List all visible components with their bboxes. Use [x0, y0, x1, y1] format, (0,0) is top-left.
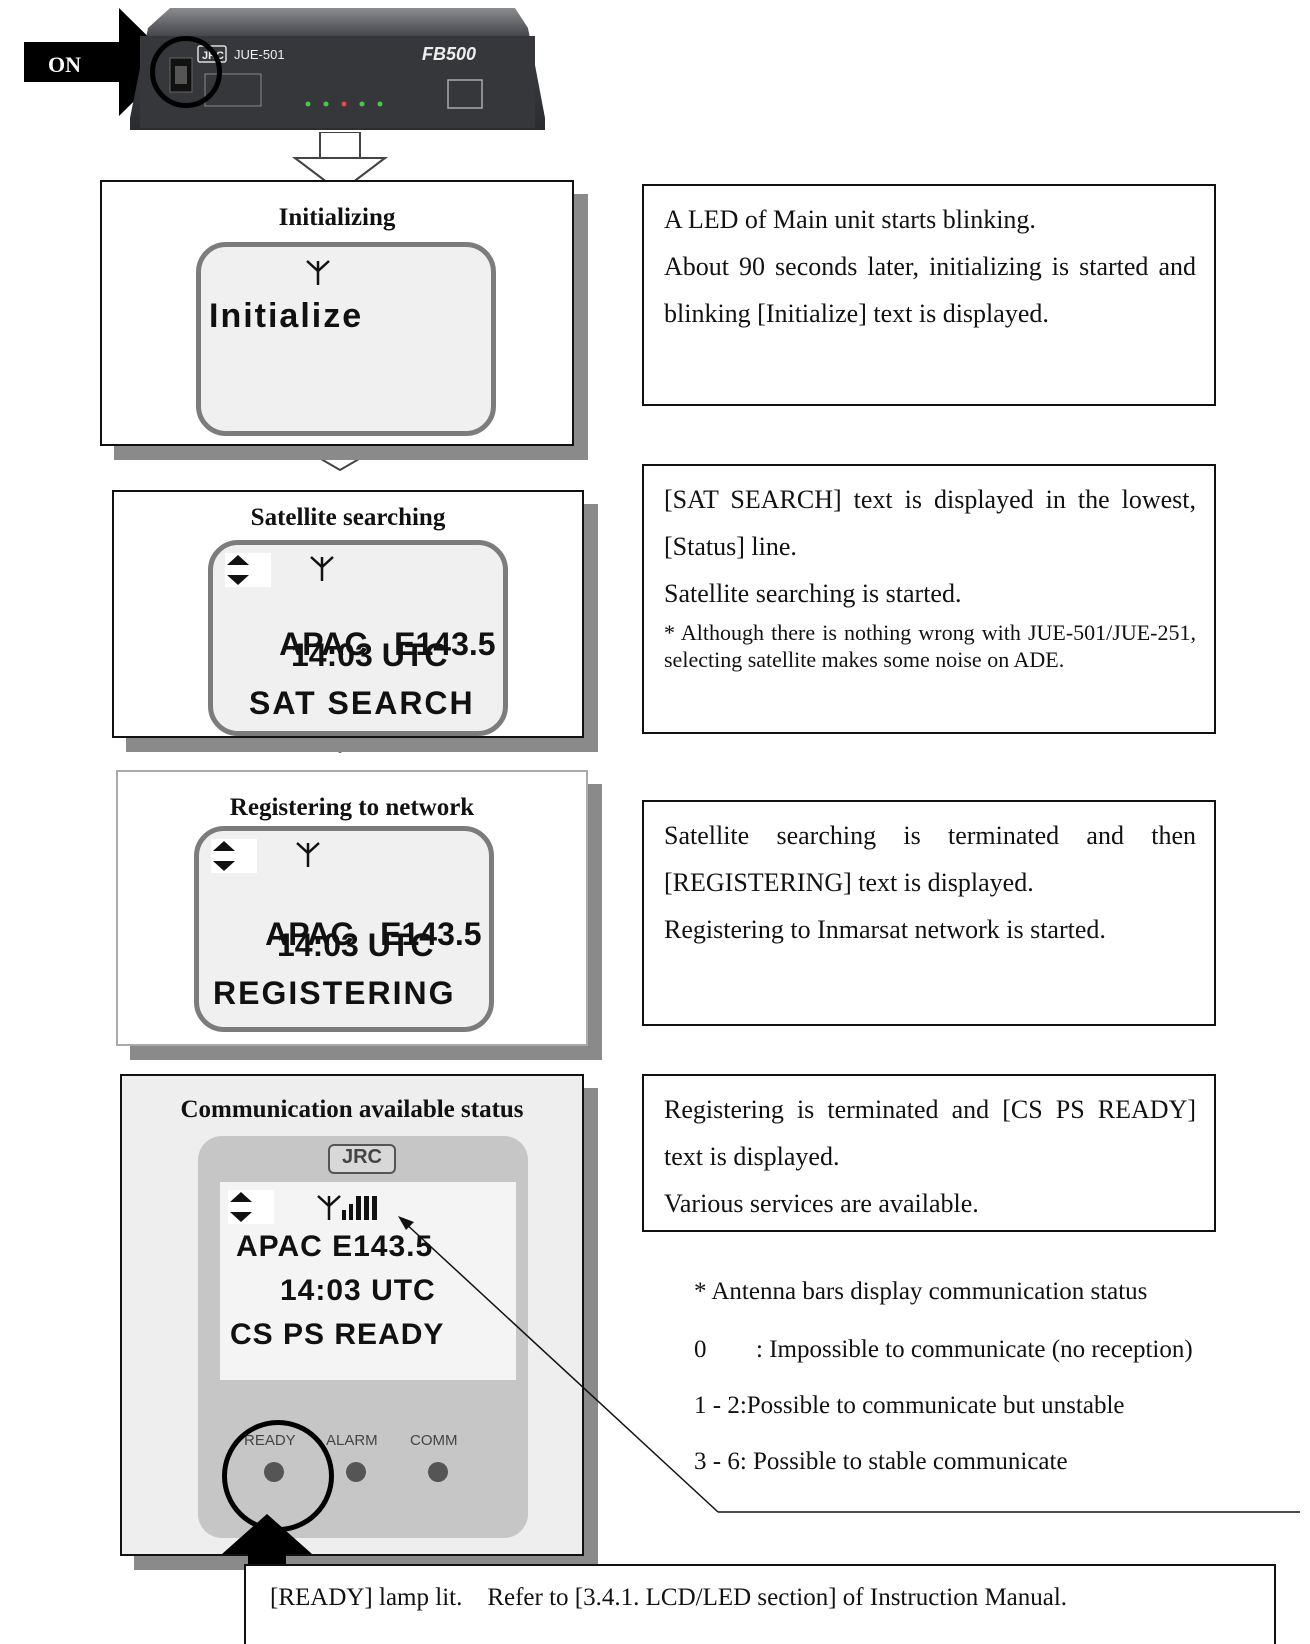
led-label-alarm: ALARM [326, 1432, 378, 1449]
footer-text: [READY] lamp lit. Refer to [3.4.1. LCD/L… [270, 1584, 1068, 1611]
step-initializing-description: A LED of Main unit starts blinking. Abou… [642, 184, 1216, 406]
led-alarm [346, 1462, 366, 1482]
antenna-note-text: :Possible to communicate but unstable [739, 1392, 1125, 1419]
description-line: A LED of Main unit starts blinking. [664, 205, 1036, 234]
lcd-time: 14:03 UTC [291, 637, 448, 673]
description-line: [SAT SEARCH] text is displayed in the lo… [664, 485, 1196, 561]
handset-brand: JRC [341, 1146, 382, 1168]
step-satellite-searching: Satellite searching APAC E143.5 14:03 UT… [112, 490, 584, 738]
antenna-icon [310, 556, 334, 581]
lcd-region: APAC [265, 916, 354, 952]
lcd-line-1: Initialize [209, 297, 364, 335]
lcd-time: 14:03 UTC [280, 1274, 436, 1307]
lcd-line-1: APAC E143.5 [236, 1230, 434, 1263]
description-line: Registering is terminated and [CS PS REA… [664, 1095, 1196, 1171]
antenna-note-item: 3 - 6: Possible to stable communicate [694, 1448, 1068, 1476]
lcd-position: E143.5 [380, 916, 482, 952]
scroll-arrows-icon [225, 553, 271, 587]
lcd-status: REGISTERING [213, 975, 456, 1011]
description-line: Various services are available. [664, 1189, 979, 1218]
antenna-note-key: 3 - 6 [694, 1448, 740, 1475]
step-title: Registering to network [229, 794, 475, 821]
antenna-notes-heading: * Antenna bars display communication sta… [694, 1278, 1148, 1305]
antenna-note-text: : Impossible to communicate (no receptio… [756, 1336, 1193, 1363]
step-registering: Registering to network APAC E143.5 14:03… [116, 770, 588, 1046]
step-communication-available: Communication available status JRC APAC … [120, 1074, 584, 1556]
antenna-note-item: 0 : Impossible to communicate (no recepti… [694, 1336, 1193, 1364]
lcd-time: 14:03 UTC [277, 927, 434, 963]
description-line: Satellite searching is terminated and th… [664, 821, 1196, 897]
antenna-note-item: 1 - 2:Possible to communicate but unstab… [694, 1392, 1125, 1420]
description-note: * Although there is nothing wrong with J… [664, 620, 1196, 672]
step-registering-description: Satellite searching is terminated and th… [642, 800, 1216, 1026]
step-title: Satellite searching [250, 504, 446, 531]
step-initializing: Initializing Initialize [100, 180, 574, 446]
antenna-note-key: 0 [694, 1336, 707, 1363]
step-title: Communication available status [180, 1096, 524, 1123]
power-switch-highlight [150, 36, 222, 108]
led-label-comm: COMM [410, 1432, 458, 1449]
footer-box: [READY] lamp lit. Refer to [3.4.1. LCD/L… [244, 1564, 1276, 1644]
handset-brand-badge [328, 1144, 396, 1174]
step-communication-description: Registering is terminated and [CS PS REA… [642, 1074, 1216, 1232]
flow-arrow-1 [292, 132, 388, 194]
antenna-signal-bars-icon [317, 1195, 377, 1220]
device-product: FB500 [422, 44, 476, 64]
lcd-region: APAC [279, 626, 368, 662]
on-label: ON [48, 52, 81, 77]
step-title: Initializing [278, 204, 396, 231]
device-model: JUE-501 [234, 47, 285, 62]
antenna-icon [296, 842, 320, 867]
lcd-screen: APAC E143.5 14:03 UTC SAT SEARCH [208, 540, 508, 736]
scroll-arrows-icon [211, 839, 257, 873]
led-comm [428, 1462, 448, 1482]
step-satellite-searching-description: [SAT SEARCH] text is displayed in the lo… [642, 464, 1216, 734]
antenna-icon [306, 260, 330, 285]
antenna-note-key: 1 - 2 [694, 1392, 740, 1419]
description-line: Registering to Inmarsat network is start… [664, 915, 1106, 944]
description-line: Satellite searching is started. [664, 579, 962, 608]
lcd-screen: APAC E143.5 14:03 UTC CS PS READY [220, 1182, 516, 1380]
description-line: About 90 seconds later, initializing is … [664, 252, 1196, 328]
lcd-screen: Initialize [196, 242, 496, 436]
lcd-screen: APAC E143.5 14:03 UTC REGISTERING [194, 826, 494, 1032]
antenna-note-text: : Possible to stable communicate [739, 1448, 1068, 1475]
lcd-position: E143.5 [394, 626, 496, 662]
lcd-status: SAT SEARCH [249, 685, 475, 721]
scroll-arrows-icon [228, 1190, 274, 1224]
antenna-notes: * Antenna bars display communication sta… [694, 1278, 1304, 1306]
lcd-status: CS PS READY [230, 1318, 445, 1351]
